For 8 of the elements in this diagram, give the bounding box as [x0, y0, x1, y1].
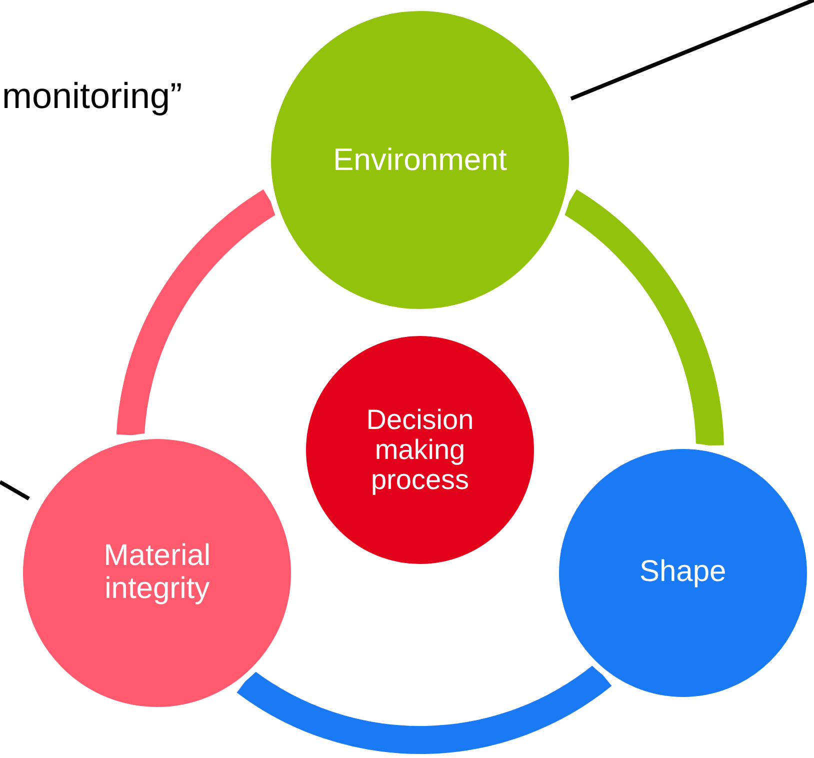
node-label: Environment	[332, 143, 508, 177]
node-label: Shape	[639, 556, 726, 589]
leader-line	[570, 0, 814, 101]
node-label: Material integrity	[102, 540, 212, 605]
partial-text: monitoring”	[2, 75, 182, 117]
leader-line	[0, 480, 30, 500]
ring-arc	[237, 664, 612, 754]
node-label: Decision making process	[365, 404, 475, 496]
